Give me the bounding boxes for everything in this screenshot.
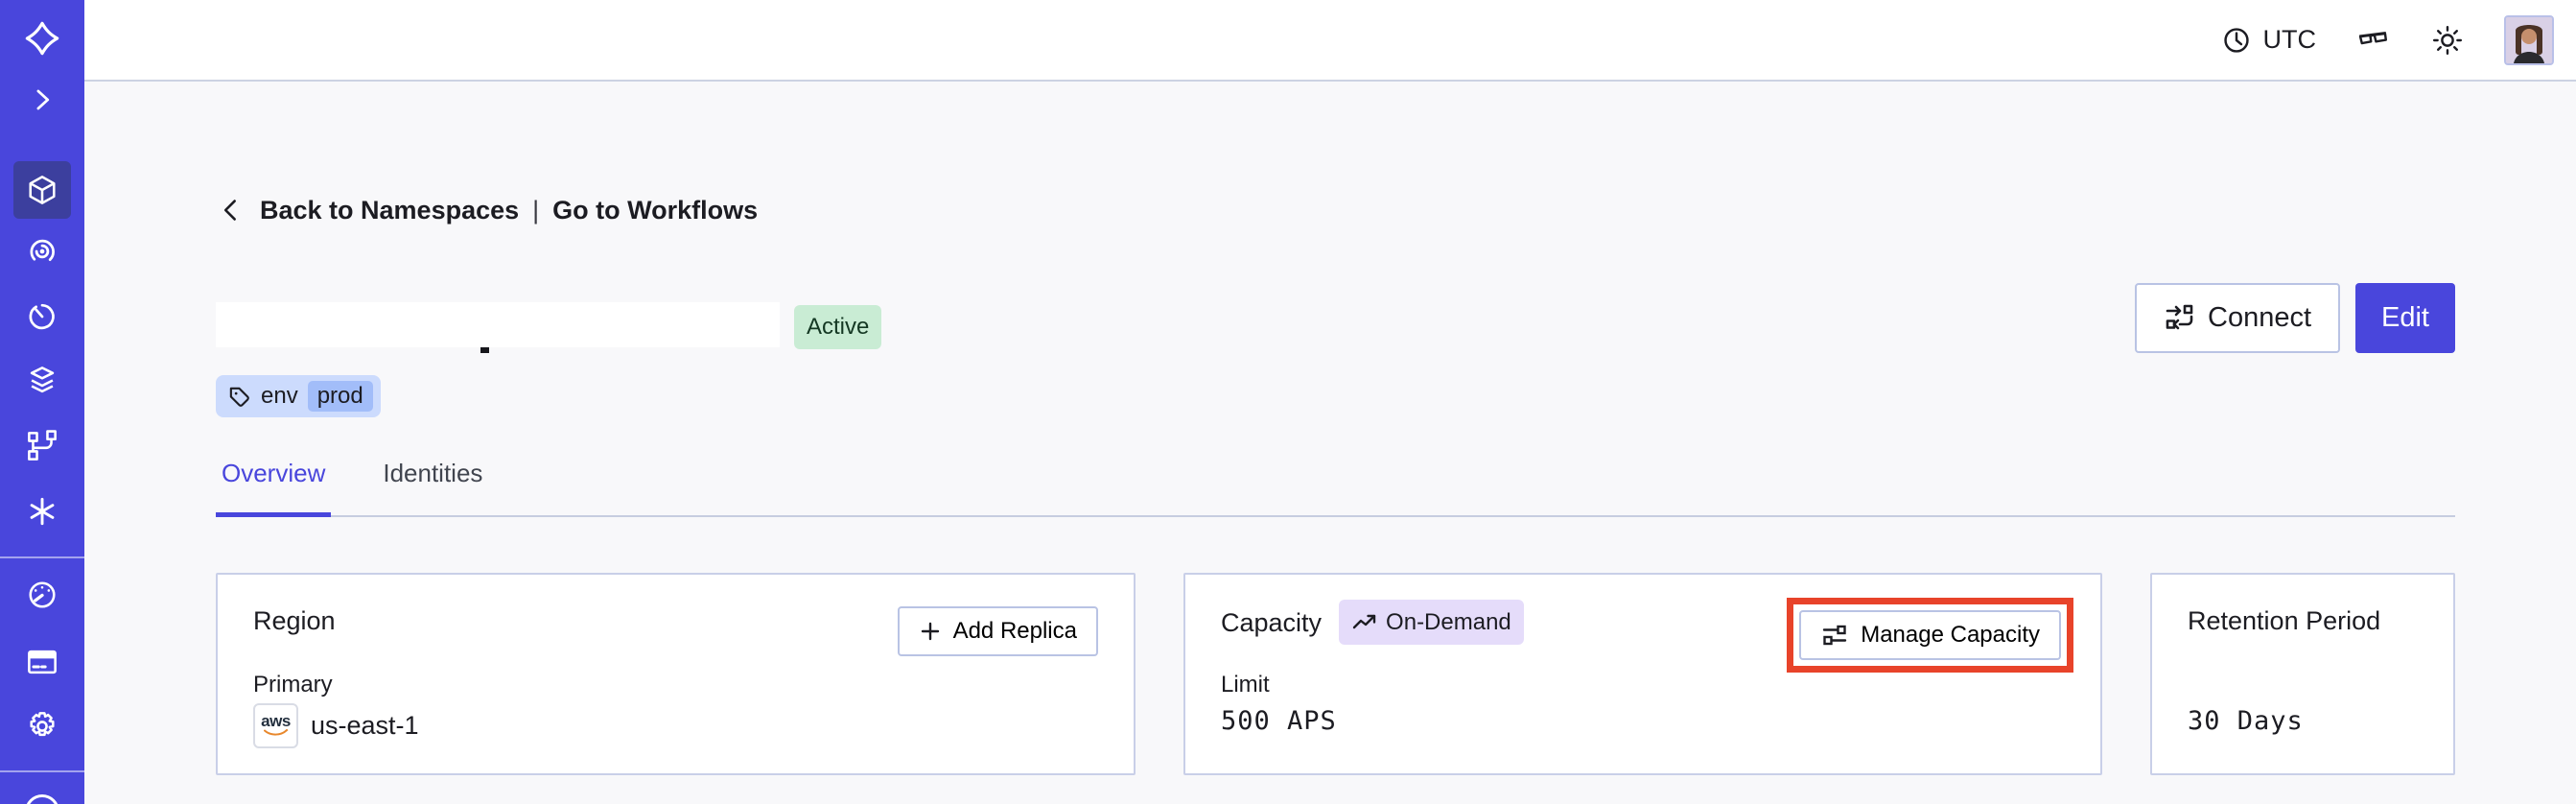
manage-capacity-label: Manage Capacity: [1861, 622, 2040, 648]
tag-key: env: [261, 383, 298, 409]
connect-icon: [2164, 302, 2195, 334]
namespace-title-redacted: [216, 302, 780, 353]
go-to-workflows-link[interactable]: Go to Workflows: [552, 195, 759, 225]
retention-card: Retention Period 30 Days: [2150, 573, 2455, 775]
connect-button-label: Connect: [2208, 302, 2312, 333]
sidebar-item-workflows[interactable]: [13, 223, 71, 280]
edit-button[interactable]: Edit: [2355, 283, 2455, 353]
primary-label: Primary: [253, 672, 333, 698]
aws-logo-icon: aws: [253, 703, 298, 748]
sidebar: [0, 0, 84, 804]
temporal-logo-icon[interactable]: [13, 10, 71, 67]
branch-icon: [28, 430, 57, 461]
sidebar-divider: [0, 770, 84, 772]
status-badge: Active: [794, 305, 882, 349]
labs-glasses-icon[interactable]: [2354, 22, 2391, 59]
breadcrumb: Back to Namespaces | Go to Workflows: [216, 195, 2455, 225]
add-replica-label: Add Replica: [952, 618, 1077, 644]
capacity-title-group: Capacity On-Demand: [1221, 600, 1524, 645]
sidebar-item-schedules[interactable]: [13, 288, 71, 345]
edit-button-label: Edit: [2381, 302, 2429, 333]
on-demand-badge: On-Demand: [1339, 600, 1524, 645]
sliders-icon: [1820, 621, 1849, 650]
region-value: us-east-1: [311, 711, 419, 740]
gear-icon: [30, 712, 55, 737]
title-text-remnant: [480, 347, 489, 353]
capacity-card: Capacity On-Demand: [1183, 573, 2102, 775]
header-actions: Connect Edit: [216, 283, 2455, 353]
sidebar-item-billing[interactable]: [13, 633, 71, 691]
spiral-icon: [30, 239, 55, 261]
annotation-highlight: Manage Capacity: [1787, 598, 2073, 673]
asterisk-icon: [30, 497, 55, 526]
sidebar-item-nexus[interactable]: [13, 417, 71, 475]
sidebar-item-usage[interactable]: [13, 566, 71, 624]
region-card: Region Add Replica Primary aws: [216, 573, 1136, 775]
expand-sidebar-icon[interactable]: [13, 71, 71, 129]
sidebar-item-deployments[interactable]: [13, 352, 71, 410]
layers-icon: [30, 367, 55, 393]
retention-card-title: Retention Period: [2188, 606, 2381, 635]
timezone-selector[interactable]: UTC: [2219, 23, 2317, 58]
back-chevron-icon[interactable]: [216, 195, 246, 225]
theme-toggle-sun-icon[interactable]: [2429, 22, 2466, 59]
tab-identities[interactable]: Identities: [383, 459, 483, 487]
sidebar-item-batch-operations[interactable]: [13, 483, 71, 540]
region-card-title: Region: [253, 606, 336, 635]
region-value-row: aws us-east-1: [253, 703, 419, 748]
limit-value: 500 APS: [1221, 706, 1337, 736]
trending-up-icon: [1351, 609, 1377, 635]
sidebar-divider: [0, 556, 84, 558]
tab-bar: Overview Identities: [216, 459, 2455, 517]
capacity-card-title: Capacity: [1221, 607, 1323, 637]
main-content: Back to Namespaces | Go to Workflows Act…: [84, 82, 2576, 804]
timer-icon: [29, 303, 55, 330]
tab-overview[interactable]: Overview: [216, 459, 332, 517]
gauge-icon: [29, 581, 56, 608]
breadcrumb-separator: |: [532, 195, 540, 225]
retention-value: 30 Days: [2188, 706, 2304, 736]
namespace-title-row: Active: [216, 302, 2455, 360]
plus-icon: [919, 620, 942, 643]
sidebar-item-namespaces[interactable]: [13, 161, 71, 219]
tag-icon: [227, 385, 251, 409]
help-icon[interactable]: [25, 794, 59, 804]
tag-value: prod: [307, 381, 373, 412]
top-bar: UTC: [84, 0, 2576, 82]
billing-card-icon: [28, 650, 57, 674]
overview-cards: Region Add Replica Primary aws: [216, 573, 2455, 775]
manage-capacity-button[interactable]: Manage Capacity: [1799, 610, 2061, 660]
timezone-label: UTC: [2262, 25, 2317, 54]
tags-row: env prod: [216, 375, 2455, 417]
cube-icon: [29, 176, 56, 204]
env-tag[interactable]: env prod: [216, 375, 381, 417]
add-replica-button[interactable]: Add Replica: [897, 606, 1098, 656]
clock-icon: [2219, 23, 2254, 58]
back-to-namespaces-link[interactable]: Back to Namespaces: [260, 195, 520, 225]
user-avatar[interactable]: [2504, 14, 2554, 65]
on-demand-label: On-Demand: [1386, 608, 1511, 635]
limit-label: Limit: [1221, 672, 1270, 698]
sidebar-item-settings[interactable]: [13, 698, 71, 755]
connect-button[interactable]: Connect: [2135, 283, 2341, 353]
